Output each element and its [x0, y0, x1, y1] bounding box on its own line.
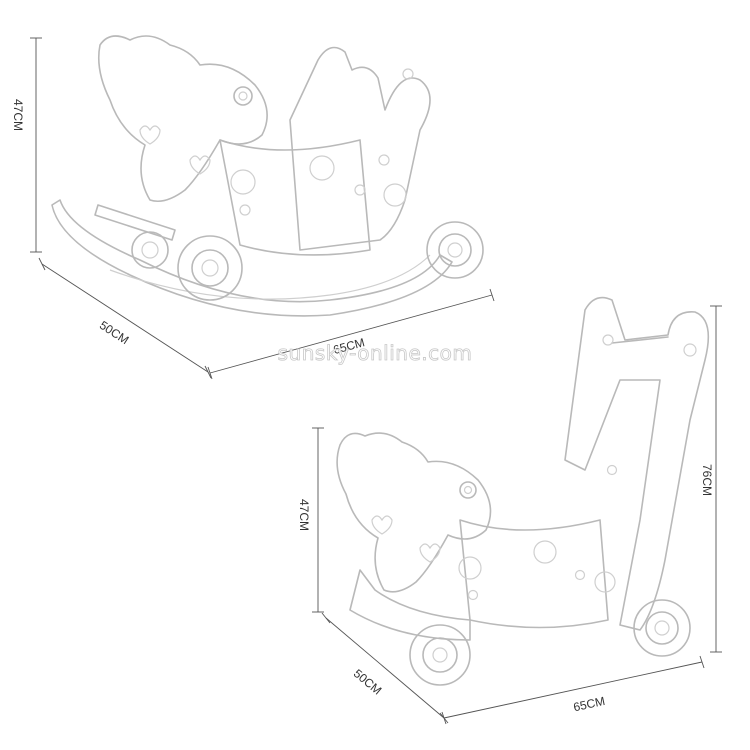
walker-width-dimension: 65CM	[441, 655, 705, 725]
rocker-base	[51, 199, 453, 317]
walker-tall-frame	[564, 296, 710, 631]
rocker-wheel-back	[426, 221, 484, 279]
walker-footrest	[349, 569, 471, 641]
rocker-height-label: 47CM	[11, 99, 25, 131]
rocker-wheel-front	[177, 235, 243, 301]
walker-low-height-dimension: 47CM	[297, 427, 324, 613]
walker-low-height-label: 47CM	[297, 499, 311, 531]
rocker-mode-illustration	[51, 35, 484, 317]
walker-horse-head	[336, 432, 492, 593]
walker-horse-eye	[459, 481, 477, 499]
rocker-handlebar	[94, 204, 176, 241]
walker-wheel-front	[409, 624, 471, 686]
walker-depth-label: 50CM	[351, 666, 385, 697]
rocker-height-dimension: 47CM	[11, 37, 42, 253]
walker-mode-illustration	[336, 296, 710, 686]
rocker-seat-body	[219, 139, 371, 256]
walker-high-height-label: 76CM	[700, 464, 714, 496]
walker-seat-body	[459, 519, 609, 629]
rocker-horse-eye	[233, 86, 253, 106]
rocker-depth-dimension: 50CM	[38, 257, 212, 379]
walker-high-height-dimension: 76CM	[700, 305, 722, 653]
rocker-backrest	[289, 46, 431, 251]
rocker-width-dimension: 65CM	[207, 288, 495, 380]
rocker-horse-head	[97, 35, 268, 203]
walker-wheel-back	[633, 599, 691, 657]
walker-width-label: 65CM	[572, 694, 606, 714]
watermark: sunsky-online.com	[278, 341, 473, 365]
rocker-depth-label: 50CM	[97, 318, 131, 347]
